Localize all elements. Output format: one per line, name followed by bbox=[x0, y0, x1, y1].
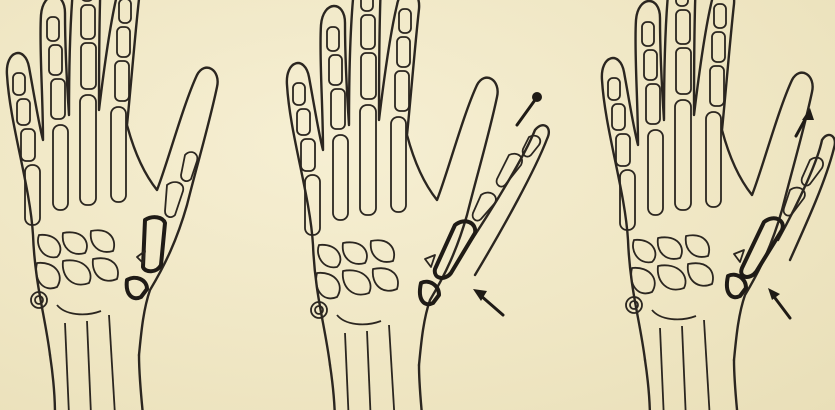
trapezium bbox=[727, 275, 746, 297]
arrow-push bbox=[480, 295, 503, 315]
hand-panel-2 bbox=[287, 0, 549, 410]
first-metacarpal bbox=[143, 217, 165, 271]
arrow-up-right bbox=[517, 100, 535, 125]
hand-panel-1 bbox=[7, 0, 218, 410]
hand-panel-3 bbox=[602, 0, 835, 410]
trapezium bbox=[127, 278, 147, 298]
